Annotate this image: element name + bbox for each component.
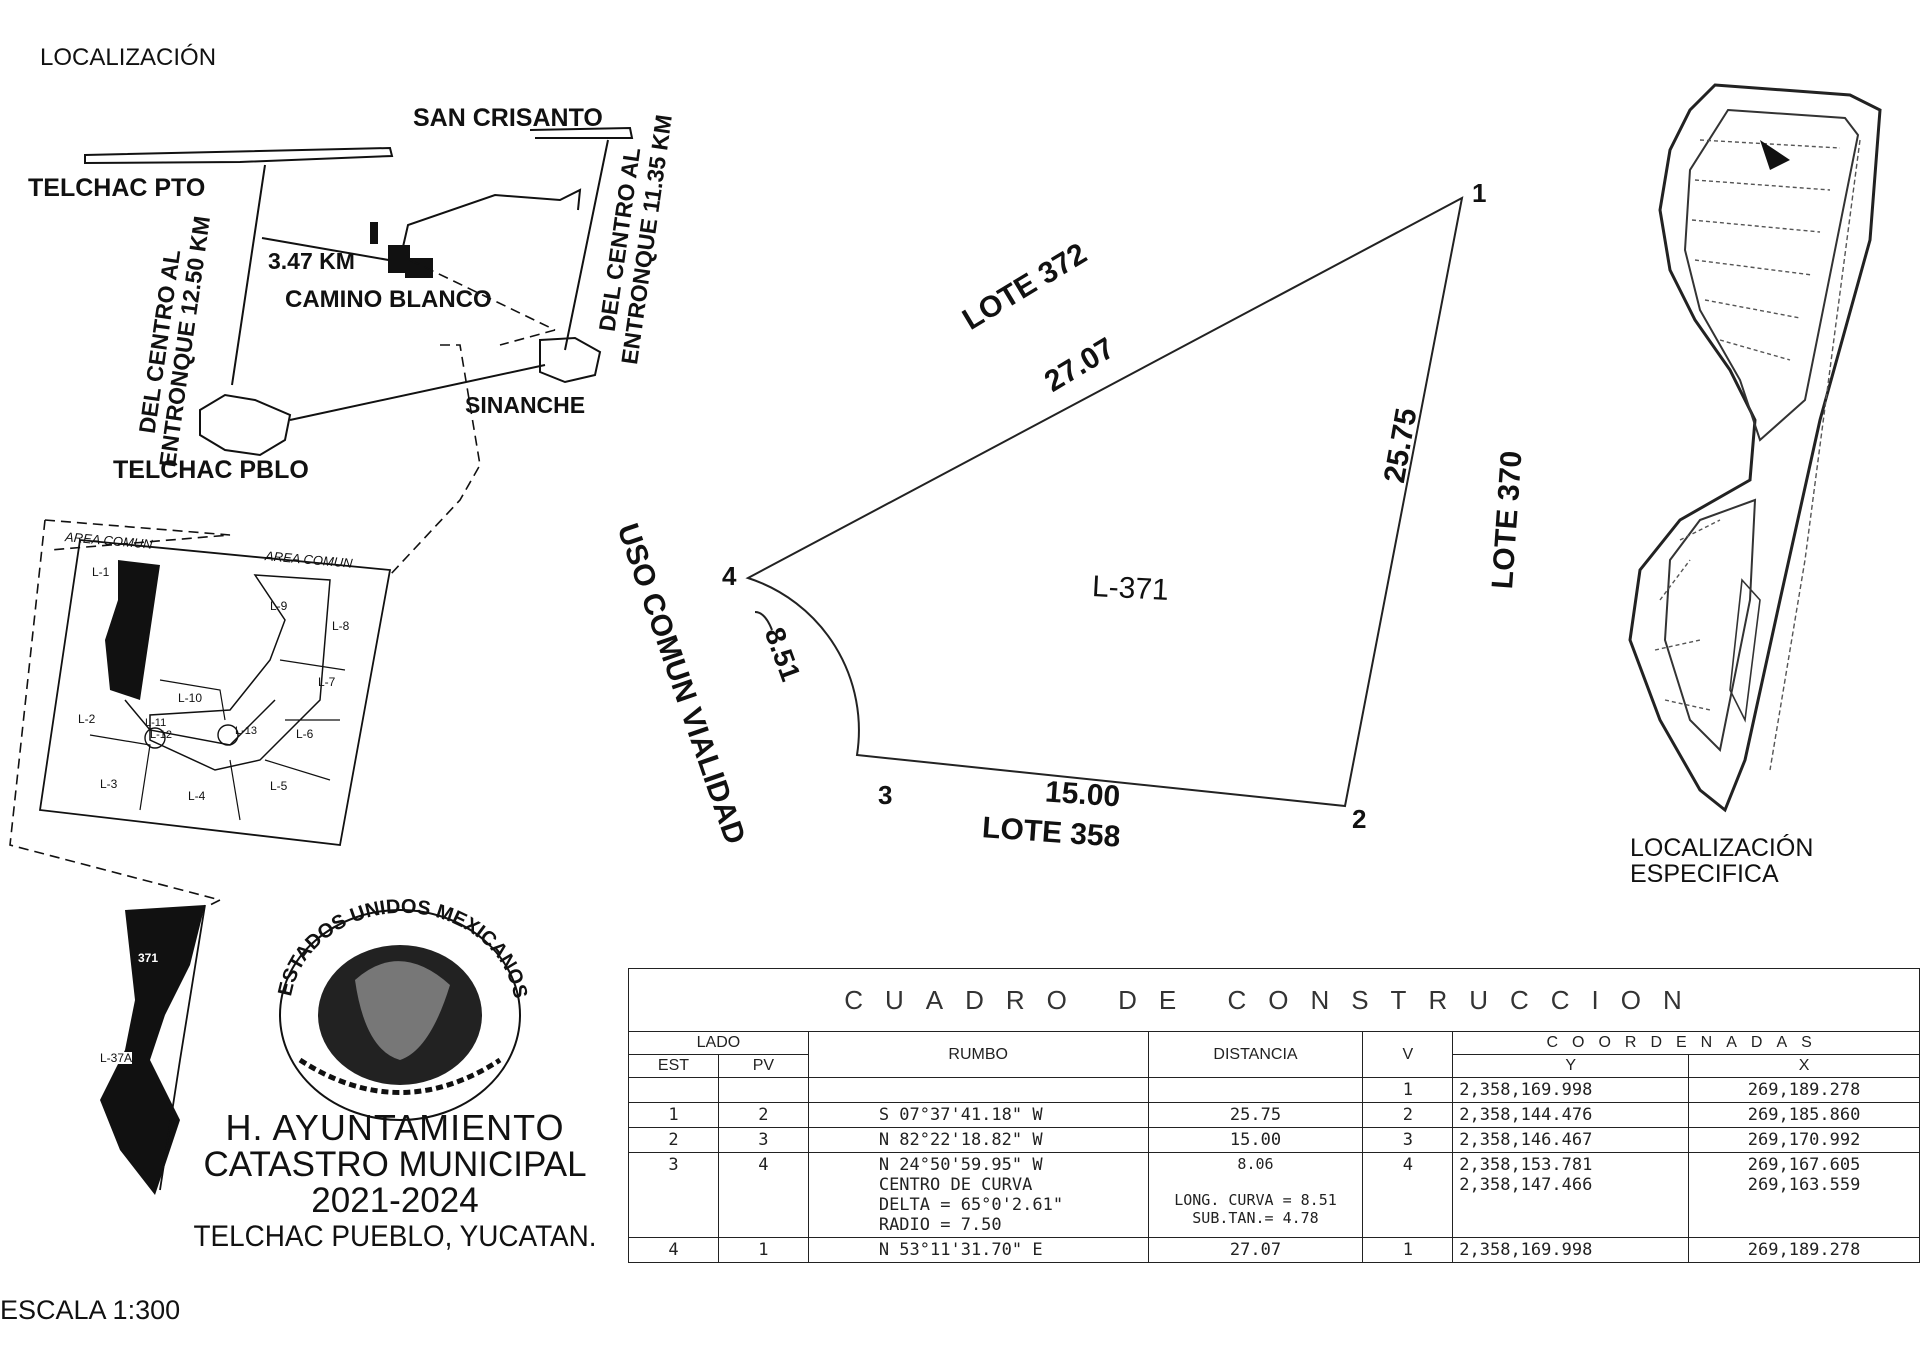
cell-y: 2,358,169.998: [1452, 1077, 1690, 1103]
label-km-347: 3.47 KM: [268, 248, 355, 274]
header-x: X: [1688, 1054, 1920, 1078]
cell-pv: 2: [717, 1102, 809, 1128]
inset-lot-label: L-9: [270, 599, 288, 613]
cell-est: [628, 1077, 719, 1103]
table-row: 1 2 S 07°37'41.18" W 25.75 2 2,358,144.4…: [628, 1102, 1920, 1128]
construction-table: CUADRO DE CONSTRUCCION LADO RUMBO DISTAN…: [628, 968, 1920, 1263]
label-sinanche: SINANCHE: [465, 392, 586, 418]
cell-distancia: [1147, 1077, 1364, 1103]
inset-lot-label: L-6: [296, 727, 314, 741]
table-row: 4 1 N 53°11'31.70" E 27.07 1 2,358,169.9…: [628, 1237, 1920, 1263]
label-telchac-pblo: TELCHAC PBLO: [113, 456, 309, 484]
inset-lot-label: L-13: [235, 725, 258, 737]
location-map-lines: [9, 126, 634, 1195]
cell-est: 4: [628, 1237, 719, 1263]
cell-x: 269,185.860: [1688, 1102, 1920, 1128]
cell-distancia: 8.06 LONG. CURVA = 8.51 SUB.TAN.= 4.78: [1147, 1152, 1364, 1238]
header-v: V: [1362, 1031, 1454, 1078]
label-camino-blanco: CAMINO BLANCO: [285, 286, 492, 313]
cell-pv: 1: [717, 1237, 809, 1263]
cell-v: 4: [1362, 1152, 1454, 1238]
cell-y: 2,358,144.476: [1452, 1102, 1690, 1128]
cell-x: 269,167.605 269,163.559: [1688, 1152, 1920, 1238]
inset-lot-label: L-10: [178, 691, 203, 705]
label-telchac-pto: TELCHAC PTO: [28, 174, 206, 202]
cell-v: 2: [1362, 1102, 1454, 1128]
cell-y: 2,358,146.467: [1452, 1127, 1690, 1153]
south-distance: 15.00: [1043, 775, 1122, 814]
municipality-block: H. AYUNTAMIENTO CATASTRO MUNICIPAL 2021-…: [165, 1110, 625, 1252]
specific-location-title-2: ESPECIFICA: [1630, 860, 1779, 888]
table-row: 3 4 N 24°50'59.95" W CENTRO DE CURVA DEL…: [628, 1152, 1920, 1238]
inset-lot-label: L-8: [332, 619, 350, 633]
municipality-line-2: CATASTRO MUNICIPAL: [203, 1145, 587, 1184]
cell-pv: [717, 1077, 809, 1103]
inset-block-label: 371: [138, 951, 159, 965]
inset-lot-label: L-11: [145, 717, 167, 729]
header-distancia: DISTANCIA: [1147, 1031, 1364, 1078]
vertex-label: 3: [878, 780, 893, 810]
cell-est: 1: [628, 1102, 719, 1128]
cell-pv: 4: [717, 1152, 809, 1238]
cell-v: 3: [1362, 1127, 1454, 1153]
table-row: 2 3 N 82°22'18.82" W 15.00 3 2,358,146.4…: [628, 1127, 1920, 1153]
inset-lower-label: L-37A: [100, 1051, 133, 1065]
cell-pv: 3: [717, 1127, 809, 1153]
municipality-line-4: TELCHAC PUEBLO, YUCATAN.: [193, 1220, 597, 1253]
inset-lot-label: L-1: [92, 565, 110, 579]
cell-est: 3: [628, 1152, 719, 1238]
inset-lot-label: L-7: [318, 675, 336, 689]
header-lado: LADO: [628, 1031, 809, 1055]
header-coordenadas: COORDENADAS: [1452, 1031, 1920, 1055]
vertex-label: 4: [722, 561, 737, 591]
cell-x: 269,189.278: [1688, 1077, 1920, 1103]
inset-lot-label: L-4: [188, 789, 206, 803]
cell-distancia: 15.00: [1147, 1127, 1364, 1153]
label-san-crisanto: SAN CRISANTO: [413, 104, 603, 132]
location-title: LOCALIZACIÓN: [40, 44, 217, 71]
cell-rumbo: N 53°11'31.70" E: [807, 1237, 1149, 1263]
municipality-line-1: H. AYUNTAMIENTO: [225, 1107, 565, 1148]
header-rumbo: RUMBO: [807, 1031, 1149, 1078]
cell-x: 269,170.992: [1688, 1127, 1920, 1153]
vertex-label: 1: [1472, 178, 1487, 208]
cell-distancia: 27.07: [1147, 1237, 1364, 1263]
lot-name: L-371: [1091, 570, 1170, 607]
inset-lot-label: L-2: [78, 712, 96, 726]
inset-lot-label: L-5: [270, 779, 288, 793]
scale-label: ESCALA 1:300: [0, 1295, 181, 1325]
table-row: 1 2,358,169.998 269,189.278: [628, 1077, 1920, 1103]
specific-location-title-1: LOCALIZACIÓN: [1630, 834, 1814, 862]
municipality-line-3: 2021-2024: [311, 1181, 479, 1220]
header-y: Y: [1452, 1054, 1690, 1078]
vertex-label: 2: [1352, 804, 1367, 834]
cell-x: 269,189.278: [1688, 1237, 1920, 1263]
inset-lot-label: L-12: [150, 729, 173, 741]
cell-v: 1: [1362, 1077, 1454, 1103]
cell-rumbo: N 24°50'59.95" W CENTRO DE CURVA DELTA =…: [807, 1152, 1149, 1238]
table-title: CUADRO DE CONSTRUCCION: [628, 968, 1920, 1032]
cell-distancia: 25.75: [1147, 1102, 1364, 1128]
cell-y: 2,358,169.998: [1452, 1237, 1690, 1263]
cell-rumbo: S 07°37'41.18" W: [807, 1102, 1149, 1128]
header-pv: PV: [717, 1054, 809, 1078]
inset-lot-label: L-3: [100, 777, 118, 791]
header-est: EST: [628, 1054, 719, 1078]
cell-v: 1: [1362, 1237, 1454, 1263]
cell-y: 2,358,153.781 2,358,147.466: [1452, 1152, 1690, 1238]
cell-rumbo: [807, 1077, 1149, 1103]
cell-rumbo: N 82°22'18.82" W: [807, 1127, 1149, 1153]
cell-est: 2: [628, 1127, 719, 1153]
